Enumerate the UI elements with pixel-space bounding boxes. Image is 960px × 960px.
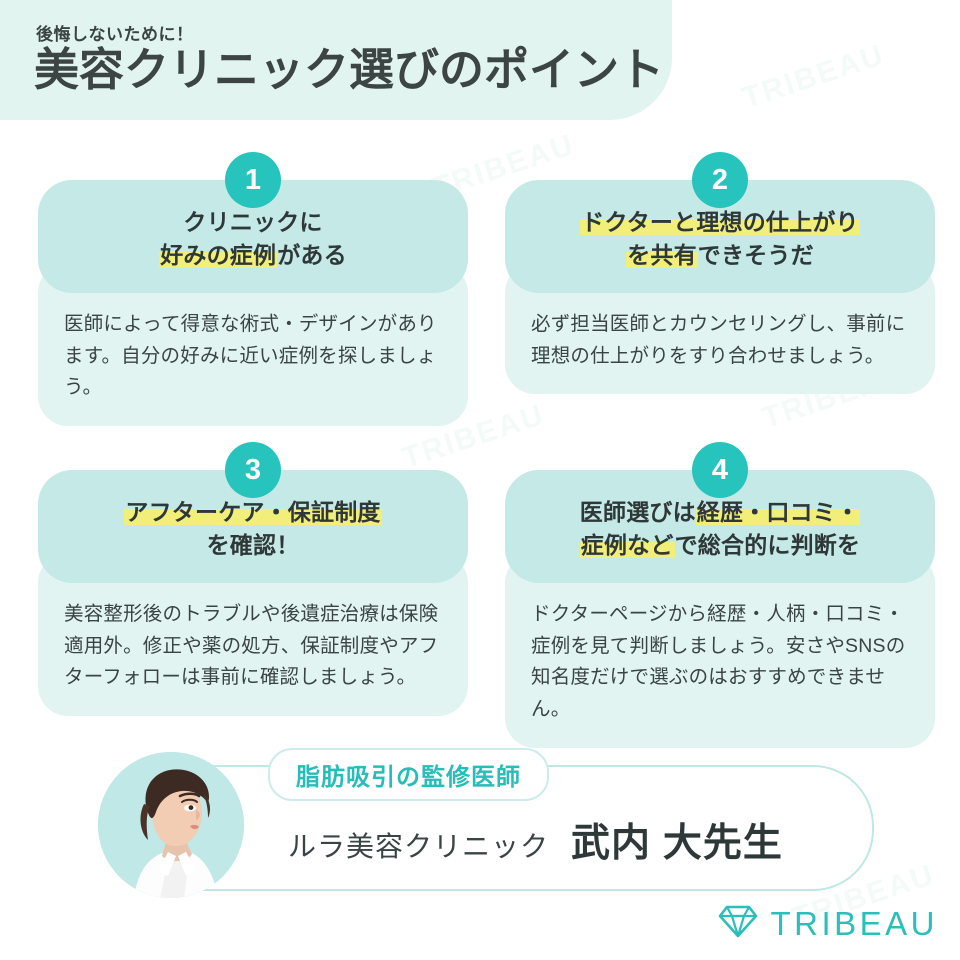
card-title: ドクターと理想の仕上がりを共有できそうだ xyxy=(523,206,917,271)
doctor-clinic-name: ルラ美容クリニック xyxy=(288,831,550,862)
title-highlight: 症例など xyxy=(579,531,675,558)
card-title: 医師選びは経歴・口コミ・症例などで総合的に判断を xyxy=(523,496,917,561)
title-segment: 医師選びは xyxy=(579,499,696,525)
title-highlight: を共有 xyxy=(626,241,698,268)
doctor-role-badge: 脂肪吸引の監修医師 xyxy=(268,748,549,801)
watermark-text: TRIBEAU xyxy=(738,38,889,115)
card-number-badge: 4 xyxy=(692,442,748,498)
title-highlight: アフターケア・保証制度 xyxy=(124,499,382,525)
doctor-portrait-photo xyxy=(98,752,244,898)
page-title: 美容クリニック選びのポイント xyxy=(34,44,665,95)
card-header: 2 ドクターと理想の仕上がりを共有できそうだ xyxy=(505,152,935,294)
header-kicker: 後悔しないために！ xyxy=(36,25,194,44)
title-segment: を確認！ xyxy=(206,531,300,558)
card-header: 4 医師選びは経歴・口コミ・症例などで総合的に判断を xyxy=(505,442,935,584)
title-highlight: 経歴・口コミ・ xyxy=(695,499,861,525)
title-segment: クリニックに xyxy=(183,209,323,235)
title-segment: で総合的に判断を xyxy=(674,531,861,558)
brand-name: TRIBEAU xyxy=(770,904,938,942)
brand-logo: TRIBEAU xyxy=(718,903,938,944)
card-description: 必ず担当医師とカウンセリングし、事前に理想の仕上がりをすり合わせましょう。 xyxy=(531,313,906,367)
point-card-1: 1 クリニックに好みの症例がある 医師によって得意な術式・デザインがあります。自… xyxy=(38,152,468,427)
doctor-name-row: ルラ美容クリニック 武内 大先生 xyxy=(288,812,783,868)
title-segment: がある xyxy=(277,241,347,268)
point-card-2: 2 ドクターと理想の仕上がりを共有できそうだ 必ず担当医師とカウンセリングし、事… xyxy=(505,152,935,395)
card-description: 医師によって得意な術式・デザインがあります。自分の好みに近い症例を探しましょう。 xyxy=(64,313,437,399)
card-body: ドクターページから経歴・人柄・口コミ・症例を見て判断しましょう。安さやSNSの知… xyxy=(505,553,935,748)
point-card-4: 4 医師選びは経歴・口コミ・症例などで総合的に判断を ドクターページから経歴・人… xyxy=(505,442,935,748)
card-number-badge: 2 xyxy=(692,152,748,208)
card-description: ドクターページから経歴・人柄・口コミ・症例を見て判断しましょう。安さやSNSの知… xyxy=(531,603,906,721)
doctor-portrait-illustration xyxy=(98,752,244,898)
card-title: クリニックに好みの症例がある xyxy=(56,206,450,271)
diamond-icon xyxy=(718,903,758,944)
card-number-badge: 3 xyxy=(225,442,281,498)
title-highlight: 好みの症例 xyxy=(159,241,278,268)
point-card-3: 3 アフターケア・保証制度を確認！ 美容整形後のトラブルや後遺症治療は保険適用外… xyxy=(38,442,468,717)
doctor-full-name: 武内 大先生 xyxy=(571,822,783,865)
card-header: 3 アフターケア・保証制度を確認！ xyxy=(38,442,468,584)
title-segment: できそうだ xyxy=(697,241,814,268)
card-title: アフターケア・保証制度を確認！ xyxy=(56,496,450,561)
title-highlight: ドクターと理想の仕上がり xyxy=(580,209,860,235)
card-description: 美容整形後のトラブルや後遺症治療は保険適用外。修正や薬の処方、保証制度やアフター… xyxy=(64,603,439,689)
card-header: 1 クリニックに好みの症例がある xyxy=(38,152,468,294)
card-number-badge: 1 xyxy=(225,152,281,208)
header-banner xyxy=(0,0,672,120)
